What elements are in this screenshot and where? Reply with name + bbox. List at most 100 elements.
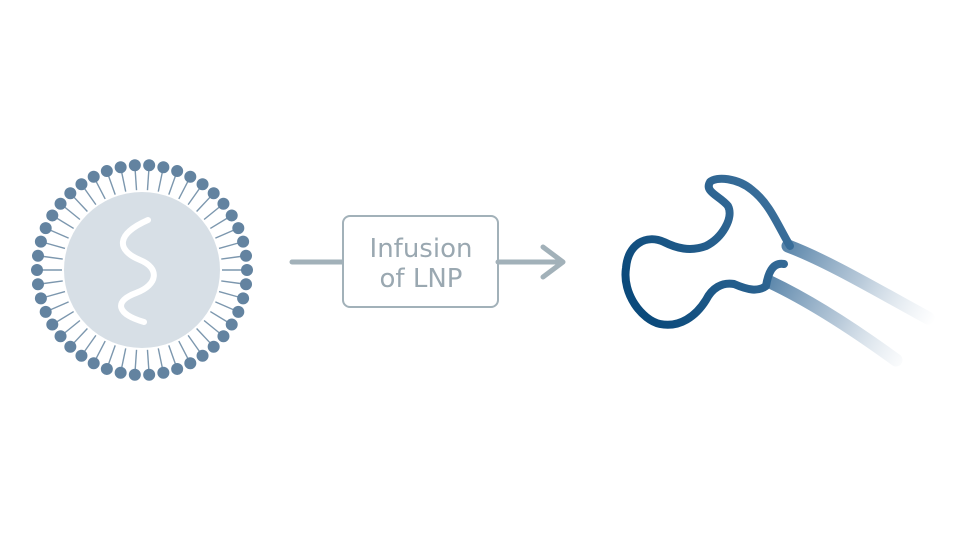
lipid-tail — [107, 345, 116, 366]
lipid-tail — [187, 187, 201, 206]
lipid-tail — [44, 242, 66, 250]
lipid-tail — [49, 301, 69, 311]
lipid-head — [171, 362, 184, 375]
lipid-tail — [146, 169, 150, 191]
lipid-tail — [120, 170, 127, 192]
lipid-head — [225, 209, 238, 222]
lipid-head — [46, 318, 59, 331]
lipid-tail — [55, 216, 75, 230]
lipid-tail — [218, 242, 240, 250]
lipid-tail — [120, 348, 127, 370]
lipid-head — [100, 362, 113, 375]
step-label-line-2: of LNP — [380, 264, 463, 294]
lipid-tail — [49, 229, 69, 239]
lipid-head — [143, 368, 156, 381]
lipid-head — [232, 305, 245, 318]
lipid-head — [64, 187, 77, 200]
lipid-head — [34, 235, 47, 248]
mrna-strand-icon — [118, 217, 157, 325]
lipid-heads — [31, 159, 253, 381]
lipid-tail — [83, 334, 97, 353]
lipid-head — [207, 187, 220, 200]
lipid-head — [87, 170, 100, 183]
bone-shaft-lower — [763, 275, 903, 367]
lipid-head — [54, 197, 67, 210]
lipid-tail — [221, 255, 243, 260]
lipid-head — [241, 264, 253, 276]
lipid-tail — [178, 179, 190, 200]
lipid-head — [240, 249, 253, 262]
bone-head-outline — [621, 174, 794, 329]
lipid-tail — [196, 195, 212, 213]
lipid-tail — [187, 334, 201, 353]
lipid-tail — [72, 327, 88, 345]
step-label-line-1: Infusion — [370, 234, 473, 264]
lipid-tail — [41, 255, 63, 260]
lipid-head — [114, 366, 127, 379]
nanoparticle-core — [64, 192, 220, 348]
lipid-tail — [83, 187, 97, 206]
lipid-tail — [134, 169, 138, 191]
lipid-head — [128, 368, 141, 381]
lipid-tail — [157, 348, 164, 370]
lipid-head — [217, 330, 230, 343]
lipid-head — [31, 264, 43, 276]
lipid-head — [39, 305, 52, 318]
lipid-tail — [215, 229, 235, 239]
lipid-head — [75, 349, 88, 362]
lipid-tails — [41, 169, 243, 371]
lipid-tail — [157, 170, 164, 192]
lipid-head — [87, 357, 100, 370]
lipid-head — [237, 235, 250, 248]
lipid-head — [31, 278, 44, 291]
lipid-head — [64, 340, 77, 353]
lipid-tail — [63, 205, 81, 221]
lipid-head — [143, 159, 156, 172]
lipid-head — [184, 170, 197, 183]
lipid-tail — [196, 327, 212, 345]
lipid-head — [225, 318, 238, 331]
lipid-head — [128, 159, 141, 172]
lipid-tail — [209, 216, 229, 230]
lipid-tail — [178, 340, 190, 361]
lipid-tail — [146, 349, 150, 371]
lipid-tail — [72, 195, 88, 213]
lipid-nanoparticle-icon — [31, 159, 253, 381]
lipid-head — [100, 165, 113, 178]
lipid-head — [184, 357, 197, 370]
lipid-tail — [221, 280, 243, 285]
lipid-head — [171, 165, 184, 178]
lipid-head — [75, 178, 88, 191]
lipid-tail — [168, 174, 177, 195]
lipid-head — [232, 222, 245, 235]
lipid-head — [31, 249, 44, 262]
lipid-tail — [107, 174, 116, 195]
lipid-tail — [63, 319, 81, 335]
lipid-head — [207, 340, 220, 353]
lipid-tail — [218, 290, 240, 298]
lipid-tail — [55, 310, 75, 324]
lipid-head — [54, 330, 67, 343]
infusion-connector: Infusion of LNP — [289, 215, 566, 308]
arrow-head-icon — [540, 244, 566, 280]
lipid-head — [157, 161, 170, 174]
lipid-head — [196, 178, 209, 191]
lipid-tail — [134, 349, 138, 371]
lipid-tail — [41, 280, 63, 285]
lipid-head — [196, 349, 209, 362]
lipid-head — [237, 292, 250, 305]
lipid-head — [46, 209, 59, 222]
lipid-tail — [94, 340, 106, 361]
lipid-tail — [168, 345, 177, 366]
lipid-tail — [94, 179, 106, 200]
lipid-head — [217, 197, 230, 210]
lipid-tail — [209, 310, 229, 324]
lipid-head — [240, 278, 253, 291]
lipid-head — [114, 161, 127, 174]
lipid-head — [34, 292, 47, 305]
lipid-tail — [203, 205, 221, 221]
lipid-head — [157, 366, 170, 379]
lipid-tail — [203, 319, 221, 335]
